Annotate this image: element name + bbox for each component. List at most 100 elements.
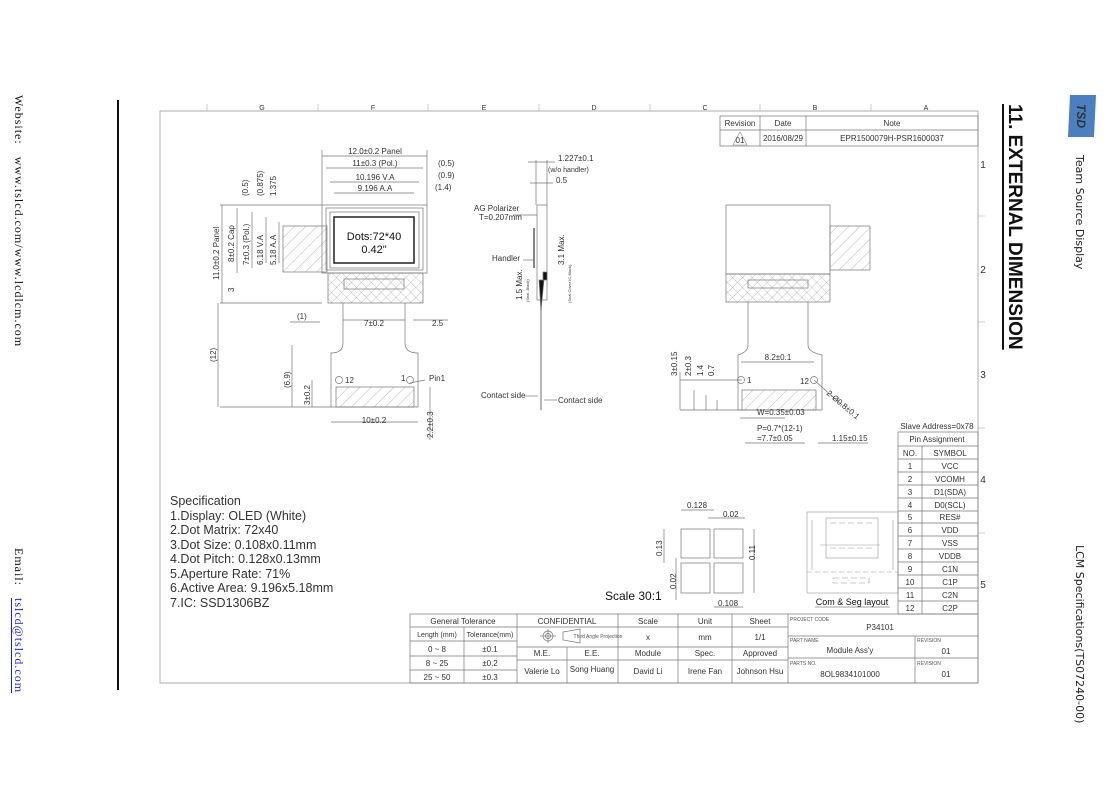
part-revision: 01 [942,647,951,656]
dim-label: 1.227±0.1 [558,154,594,163]
document-id: LCM Specifications(TS07240-00) [1073,545,1086,724]
dim-label: 12.0±0.2 Panel [348,147,402,156]
pin-no: 12 [906,604,915,613]
scale-header: Scale [638,617,659,626]
grid-col-label: G [259,105,264,112]
spec-item: 2.Dot Matrix: 72x40 [170,523,278,537]
dim-label: P=0.7*(12-1) [757,424,803,433]
pin-no: 11 [906,591,915,600]
unit-header: Unit [698,617,713,626]
spec-item: 7.IC: SSD1306BZ [170,596,270,610]
revision-table: Revision Date Note 01 2016/08/29 EPR1500… [719,115,979,147]
part-name-label: PART NAME [790,638,819,644]
pin-symbol: D1(SDA) [934,488,966,497]
role-label: E.E. [584,649,599,658]
com-seg-layout [806,511,899,608]
grid-col-label: E [482,105,487,112]
dim-label: 1 [401,374,406,383]
dim-label: 2.2±0.3 [426,411,435,438]
project-code: P34101 [866,623,894,632]
tol-length: 25 ~ 50 [424,673,451,682]
dim-label: (0.875) [256,170,265,196]
pin-symbol-header: SYMBOL [933,449,967,458]
grid-col-label: D [591,105,596,112]
svg-text:TSD: TSD [1074,104,1088,128]
email-link[interactable]: tslcd@tslcd.com [12,598,26,694]
pin-assignment-table [897,431,979,615]
website-label: Website: [12,95,26,145]
dim-label: (0.9) [438,171,455,180]
website-text: Website: www.tslcd.com/www.lcdlcm.com [11,95,26,347]
dim-label: (12) [209,347,218,362]
title-block [409,613,979,684]
dim-label: 0.13 [655,540,664,556]
role-label: M.E. [534,649,550,658]
dim-label: 10±0.2 [362,416,387,425]
pin-symbol: RES# [940,513,961,522]
revision-label: REVISION [917,661,941,667]
dim-label: 3 [227,287,236,292]
pin-symbol: VCC [942,462,959,471]
tol-header: Tolerance(mm) [467,632,514,639]
note-header: Note [884,119,901,128]
dim-label: 0.02 [669,573,678,589]
dim-label: 1.15±0.15 [832,434,868,443]
dim-label: (Seal Cover IC,Black) [567,264,572,303]
dim-label: 12 [345,376,354,385]
grid-col-label: F [371,105,375,112]
pin-no: 5 [908,513,913,522]
dim-label: (6.9) [283,371,292,388]
pin-table-title: Pin Assignment [909,435,965,444]
dim-label: 5.18 A.A [269,234,278,265]
role-label: Approved [743,649,777,658]
dim-label: 0.7 [707,364,716,376]
sheet-value: 1/1 [754,633,766,642]
specification-block: Specification 1.Display: OLED (White) 2.… [170,494,333,610]
parts-no: 8OL9834101000 [820,670,880,679]
dim-label: Contact side [558,396,603,405]
pin-no-header: NO. [903,449,917,458]
scale-value: x [646,633,650,642]
tol-header: Length (mm) [417,632,457,639]
side-view [513,160,557,410]
dim-label: 12 [800,377,809,386]
spec-title: Specification [170,494,241,508]
dim-label: 3±0.2 [303,384,312,405]
dim-label: 9.196 A.A [358,184,393,193]
dim-label: 8±0.2 Cap [227,225,236,262]
front-view [217,150,448,440]
dim-label: 0.128 [687,501,708,510]
date-value: 2016/08/29 [763,134,804,143]
grid-col-label: C [702,105,707,112]
grid-row-label: 3 [980,370,986,381]
company-name: Team Source Display [1073,155,1086,270]
dim-label: (w/o handler) [548,167,589,174]
dim-label: (Seal ,Black) [525,279,530,302]
pin-symbol: C1P [942,578,958,587]
dim-label: W=0.35±0.03 [757,408,805,417]
spec-item: 5.Aperture Rate: 71% [170,567,290,581]
person-name: Valerie Lo [524,667,560,676]
date-header: Date [775,119,792,128]
third-angle-projection-icon [540,628,581,644]
dim-label: 7±0.3 (Pol.) [242,223,251,265]
pin-symbol: C2P [942,604,958,613]
email-text: Email: tslcd@tslcd.com [11,548,26,693]
projection-label: Third Angle Projection [574,634,623,640]
dim-label: 3±0.15 [670,351,679,376]
left-margin-rule [117,100,119,690]
dim-label: 10.196 V.A [356,173,396,182]
spec-item: 3.Dot Size: 0.108x0.11mm [170,538,316,552]
website-value[interactable]: www.tslcd.com/www.lcdlcm.com [12,156,26,348]
dim-label: AG Polarizer [474,204,520,213]
dot-pitch-detail [663,509,755,608]
dim-label: 3.1 Max. [557,234,566,265]
pin-no: 4 [908,501,913,510]
dim-label: 2±0.3 [684,355,693,376]
grid-col-label: A [924,105,929,112]
pin-symbol: D0(SCL) [934,501,965,510]
dim-label: 7±0.2 [364,319,385,328]
pin-symbol: VDD [942,526,959,535]
dim-label: T=0.207mm [479,213,522,222]
com-seg-label: Com & Seg layout [816,597,889,607]
